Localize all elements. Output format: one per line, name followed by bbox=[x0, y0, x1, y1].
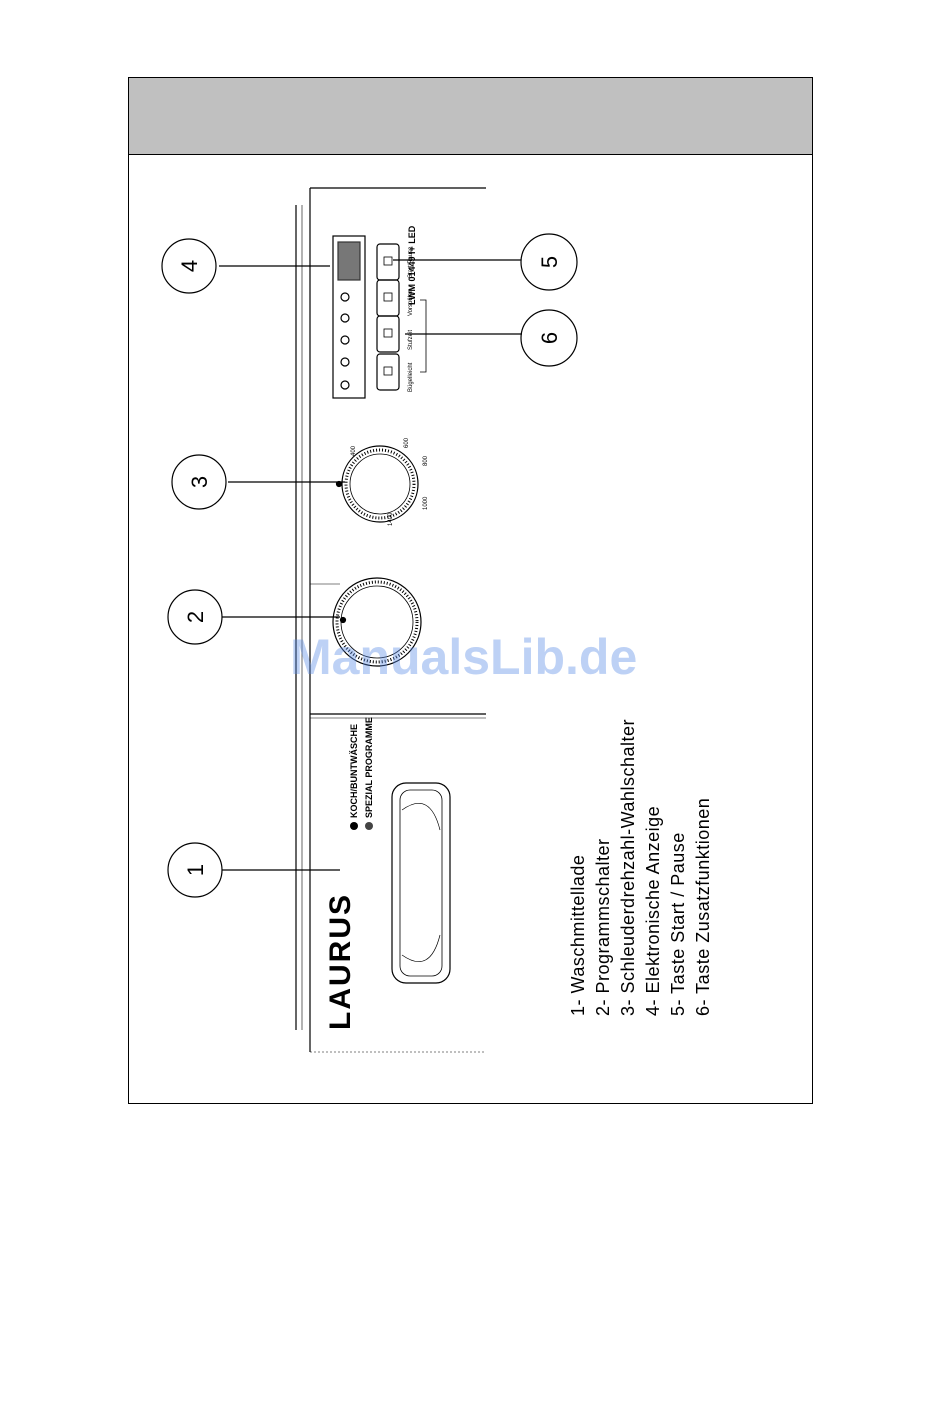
spin-label-1400: 1400 bbox=[388, 512, 394, 526]
spin-label-400: 400 bbox=[351, 445, 357, 456]
watermark: ManualsLib.de bbox=[290, 628, 637, 686]
legend-item-6: 6- Taste Zusatzfunktionen bbox=[691, 719, 716, 1016]
spin-label-600: 600 bbox=[404, 437, 410, 448]
button-label-buegelleicht: Bügelleicht bbox=[408, 362, 414, 392]
callout-2: 2 bbox=[183, 611, 208, 623]
legend-item-4: 4- Elektronische Anzeige bbox=[641, 719, 666, 1016]
button-label-vorspuelen: Vorspülen bbox=[408, 289, 414, 316]
callout-6: 6 bbox=[537, 332, 562, 344]
brand-logo: LAURUS bbox=[324, 893, 357, 1030]
legend-item-2: 2- Programmschalter bbox=[591, 719, 616, 1016]
legend-item-1: 1- Waschmittellade bbox=[566, 719, 591, 1016]
legend-item-5: 5- Taste Start / Pause bbox=[666, 719, 691, 1016]
button-start-pause bbox=[377, 244, 399, 280]
legend-item-3: 3- Schleuderdrehzahl-Wahlschalter bbox=[616, 719, 641, 1016]
spin-label-800: 800 bbox=[423, 455, 429, 466]
button-label-start-pause: Start/Pause bbox=[408, 246, 414, 278]
callout-1: 1 bbox=[183, 864, 208, 876]
callout-3: 3 bbox=[187, 476, 212, 488]
button-vorspuelen bbox=[377, 280, 399, 316]
button-stufzeit bbox=[377, 316, 399, 352]
button-buegelleicht bbox=[377, 354, 399, 390]
drawer-label-koch: KOCH/BUNTWÄSCHE bbox=[349, 724, 359, 818]
spin-label-1000: 1000 bbox=[423, 496, 429, 510]
spin-speed-knob bbox=[342, 446, 418, 522]
callout-5: 5 bbox=[537, 256, 562, 268]
drawer-handle bbox=[392, 783, 450, 983]
callout-4: 4 bbox=[177, 260, 202, 272]
drawer-label-spezial: SPEZIAL PROGRAMME bbox=[364, 717, 374, 818]
display-screen bbox=[338, 242, 360, 280]
button-label-stufzeit: Stufzeit bbox=[408, 330, 414, 350]
